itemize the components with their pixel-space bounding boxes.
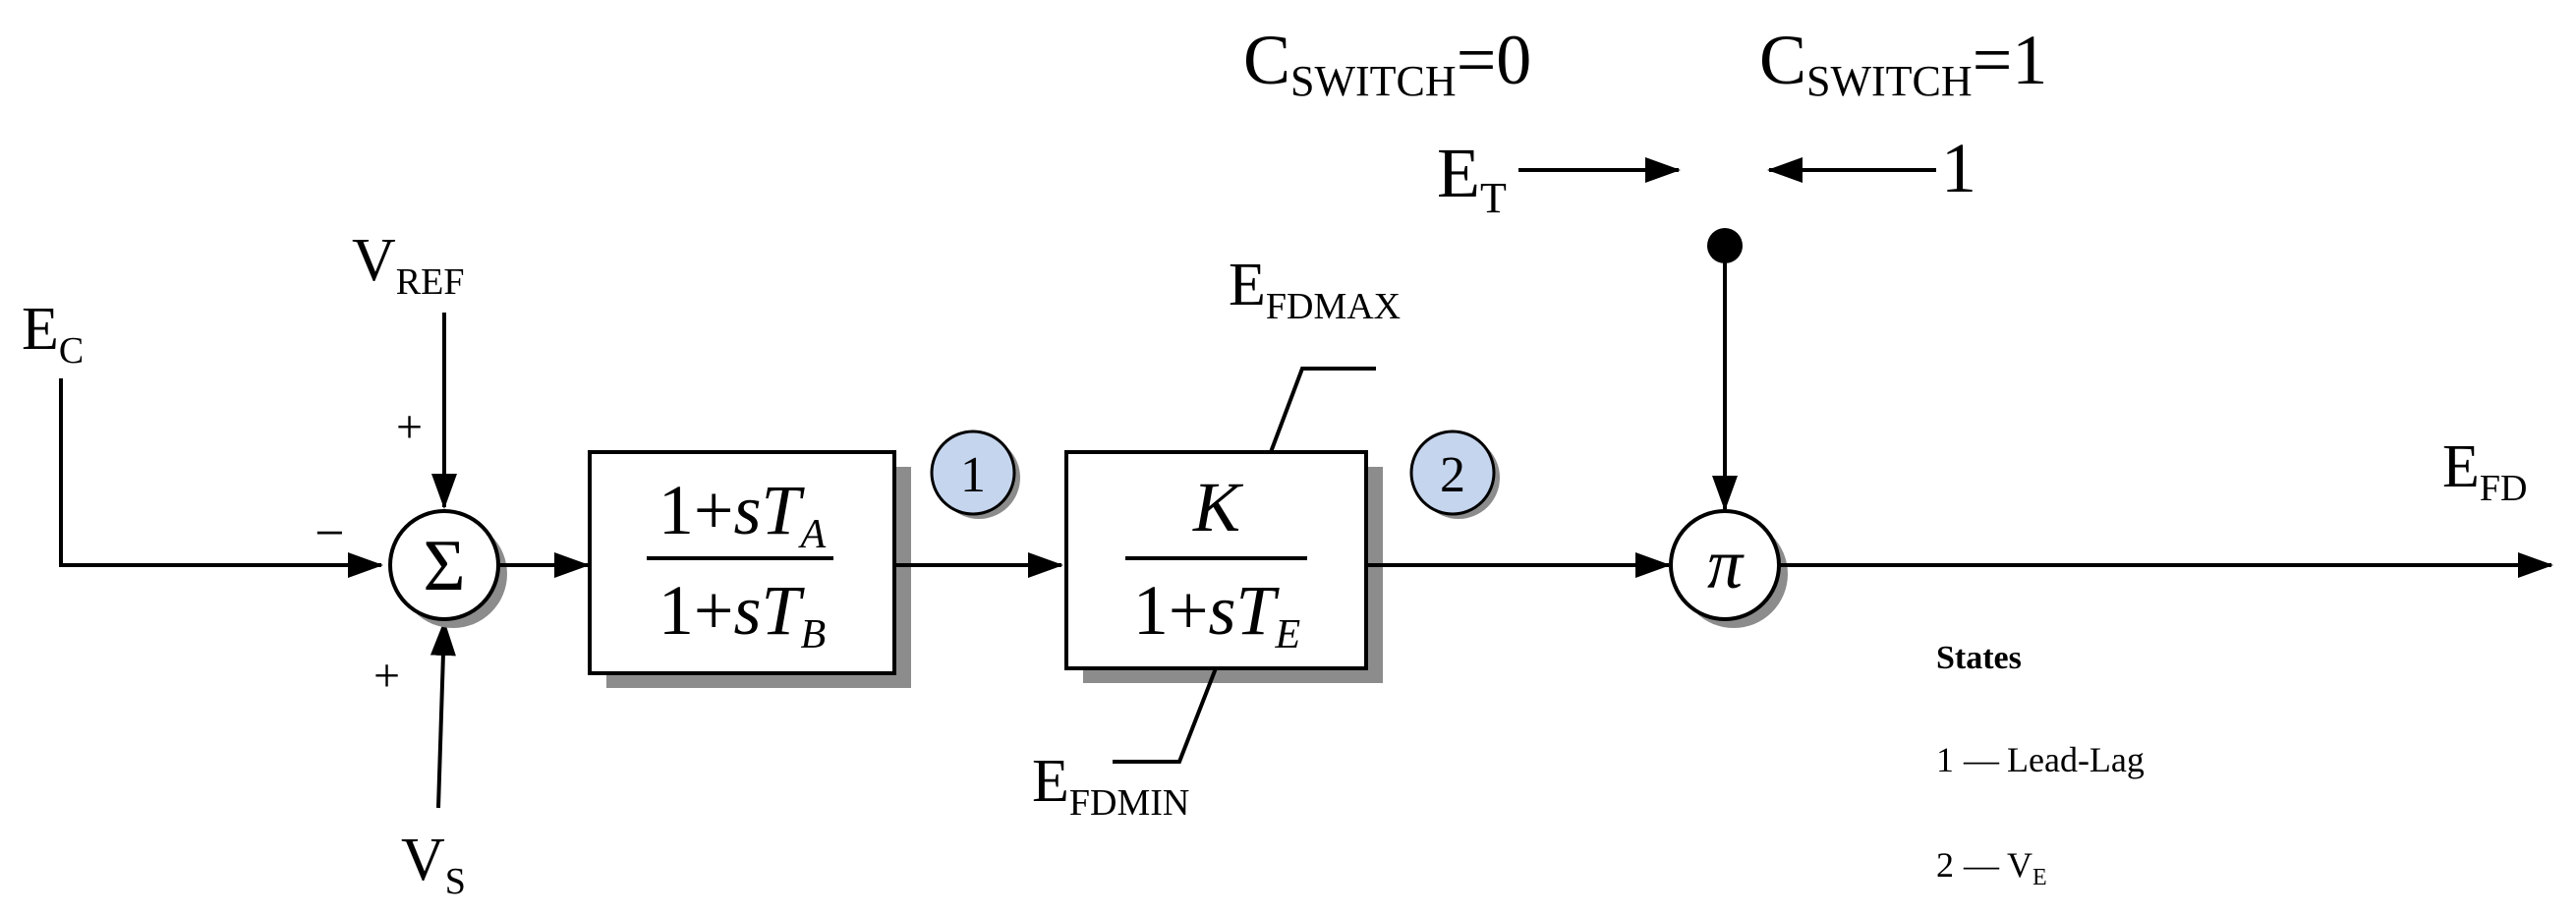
efdmax-leader-line [1269,367,1376,453]
vref-sign: + [396,401,423,453]
efdmin-leader-line [1113,667,1218,764]
switch-pivot [1707,228,1743,263]
state-1-marker [930,429,1016,516]
leadlag-denominator: 1+sTB [658,571,826,658]
state-1-label: 1 [960,447,986,503]
cswitch-0-label: CSWITCH=0 [1243,21,1531,105]
vs-signal-line [429,620,456,809]
vs-label: VS [401,827,466,902]
leadlag-block [588,450,896,675]
one-input-label: 1 [1941,129,1976,207]
legend-item-1: 1—Lead-Lag [1936,740,2145,779]
legend-title: States [1936,640,2022,676]
vs-sign: + [373,650,400,702]
vref-label: VREF [352,227,464,303]
state-2-marker [1409,429,1496,516]
exciter-gain: K [1192,468,1244,546]
efdmax-label: EFDMAX [1229,252,1401,327]
legend-item-2: 2—VE [1936,845,2047,890]
leadlag-numerator: 1+sTA [658,471,827,557]
et-label: ET [1437,134,1507,222]
efdmin-label: EFDMIN [1032,748,1189,824]
state-2-label: 2 [1440,447,1465,503]
cswitch-1-label: CSWITCH=1 [1759,21,2047,105]
pi-symbol: π [1707,525,1745,603]
states-legend: States 1—Lead-Lag 2—VE [1936,640,2145,890]
ec-signal-line [59,378,383,578]
efd-output-label: EFD [2442,433,2527,509]
exciter-denominator: 1+sTE [1133,571,1300,658]
sigma-symbol: Σ [423,526,465,606]
ec-label: EC [22,296,84,372]
ec-sign: − [315,503,344,562]
